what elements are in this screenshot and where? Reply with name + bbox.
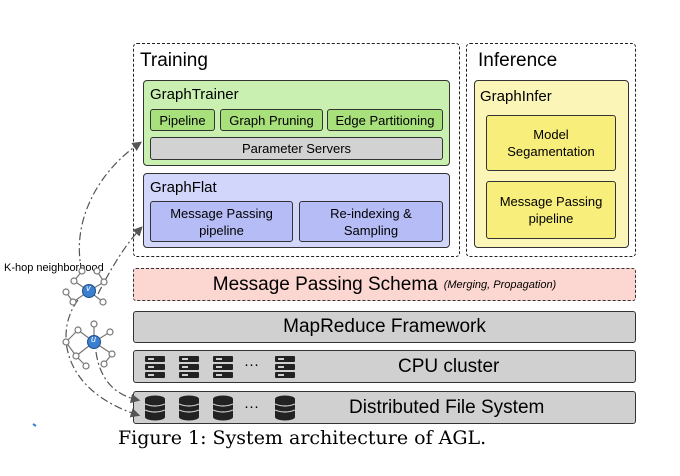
database-icon <box>145 395 165 421</box>
reindexing-sampling-pill: Re-indexing & Sampling <box>299 201 443 242</box>
schema-subtitle: (Merging, Propagation) <box>443 278 557 291</box>
database-icon <box>213 395 233 421</box>
schema-title: Message Passing Schema <box>212 273 438 295</box>
server-icon <box>145 356 165 378</box>
blue-mark <box>32 423 37 427</box>
infer-mp-line1: Message Passing <box>499 194 603 209</box>
parameter-servers-pill: Parameter Servers <box>150 137 443 160</box>
message-passing-pipeline-pill: Message Passing pipeline <box>150 201 293 242</box>
node-u-label: u <box>91 334 97 344</box>
cpu-ellipsis: ··· <box>244 356 259 373</box>
graph-trainer-title: GraphTrainer <box>150 86 239 103</box>
arrow-to-graphtrainer <box>78 141 142 273</box>
mapreduce-label: MapReduce Framework <box>283 316 486 337</box>
reindex-line1: Re-indexing & <box>330 205 412 221</box>
arrow-to-graphflat <box>97 226 143 295</box>
server-icon <box>213 356 233 378</box>
pipeline-pill: Pipeline <box>150 109 215 131</box>
node-u <box>87 335 101 349</box>
node-v <box>82 284 96 298</box>
model-segmentation-pill: Model Segamentation <box>486 115 616 171</box>
cpu-cluster-label: CPU cluster <box>398 356 500 377</box>
graph-flat-title: GraphFlat <box>150 179 217 196</box>
database-icon <box>275 395 295 421</box>
database-icon <box>179 395 199 421</box>
model-seg-line2: Segamentation <box>507 144 595 159</box>
server-icons <box>145 356 295 378</box>
infer-mp-line2: pipeline <box>528 211 574 226</box>
server-icon <box>179 356 199 378</box>
model-seg-line1: Model <box>533 127 569 142</box>
figure-caption: Figure 1: System architecture of AGL. <box>118 427 487 449</box>
arrow-from-u-down <box>95 351 141 404</box>
dfs-ellipsis: ··· <box>244 398 259 415</box>
infer-message-passing-pill: Message Passing pipeline <box>486 181 616 239</box>
dfs-label: Distributed File System <box>349 397 545 418</box>
edge-partitioning-pill: Edge Partitioning <box>327 109 443 131</box>
message-passing-schema-bar: Message Passing Schema (Merging, Propaga… <box>133 268 636 301</box>
server-icon <box>275 356 295 378</box>
mp-line2: pipeline <box>199 222 244 238</box>
inference-title: Inference <box>478 50 558 71</box>
inference-frame <box>466 43 636 257</box>
node-v-label: v <box>86 283 91 293</box>
database-icons <box>145 395 296 421</box>
graph-pruning-pill: Graph Pruning <box>220 109 323 131</box>
reindex-line2: Sampling <box>343 222 399 238</box>
mapreduce-framework-bar: MapReduce Framework <box>133 311 636 343</box>
graph-infer-title: GraphInfer <box>480 88 552 105</box>
training-title: Training <box>140 50 208 71</box>
mp-line1: Message Passing <box>170 205 273 221</box>
